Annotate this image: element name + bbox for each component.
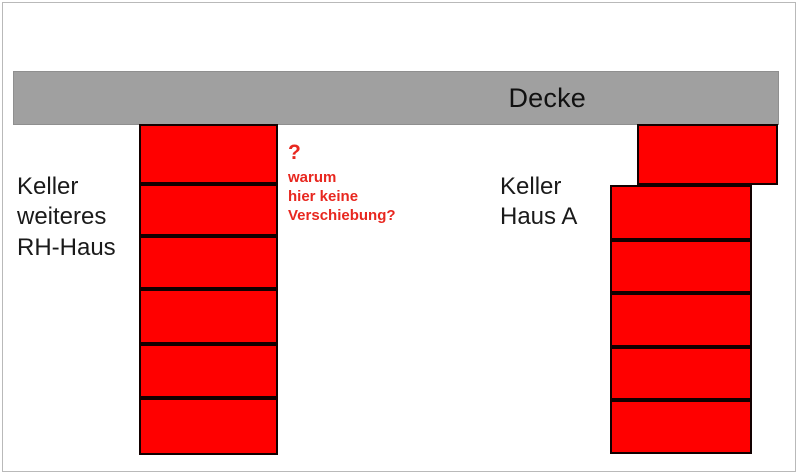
wall-right-block-3 <box>610 240 752 293</box>
ceiling-slab: Decke <box>13 71 779 125</box>
ceiling-label: Decke <box>508 82 586 113</box>
caption-right-wall: Keller Haus A <box>500 173 578 231</box>
wall-left-block-6 <box>139 398 278 455</box>
wall-right-block-4 <box>610 293 752 347</box>
wall-right-block-6 <box>610 400 752 454</box>
wall-left-block-2 <box>139 184 278 236</box>
wall-right-block-5 <box>610 347 752 400</box>
annotation-text: warum hier keine Verschiebung? <box>288 168 396 225</box>
question-annotation: ? warum hier keine Verschiebung? <box>288 140 396 225</box>
wall-left-block-1 <box>139 124 278 184</box>
wall-right-block-2 <box>610 185 752 240</box>
caption-left-wall: Keller weiteres RH-Haus <box>17 173 116 261</box>
wall-right-block-1 <box>637 124 778 185</box>
wall-left-block-4 <box>139 289 278 344</box>
wall-left-block-5 <box>139 344 278 398</box>
question-mark-icon: ? <box>288 141 301 164</box>
wall-left-block-3 <box>139 236 278 289</box>
